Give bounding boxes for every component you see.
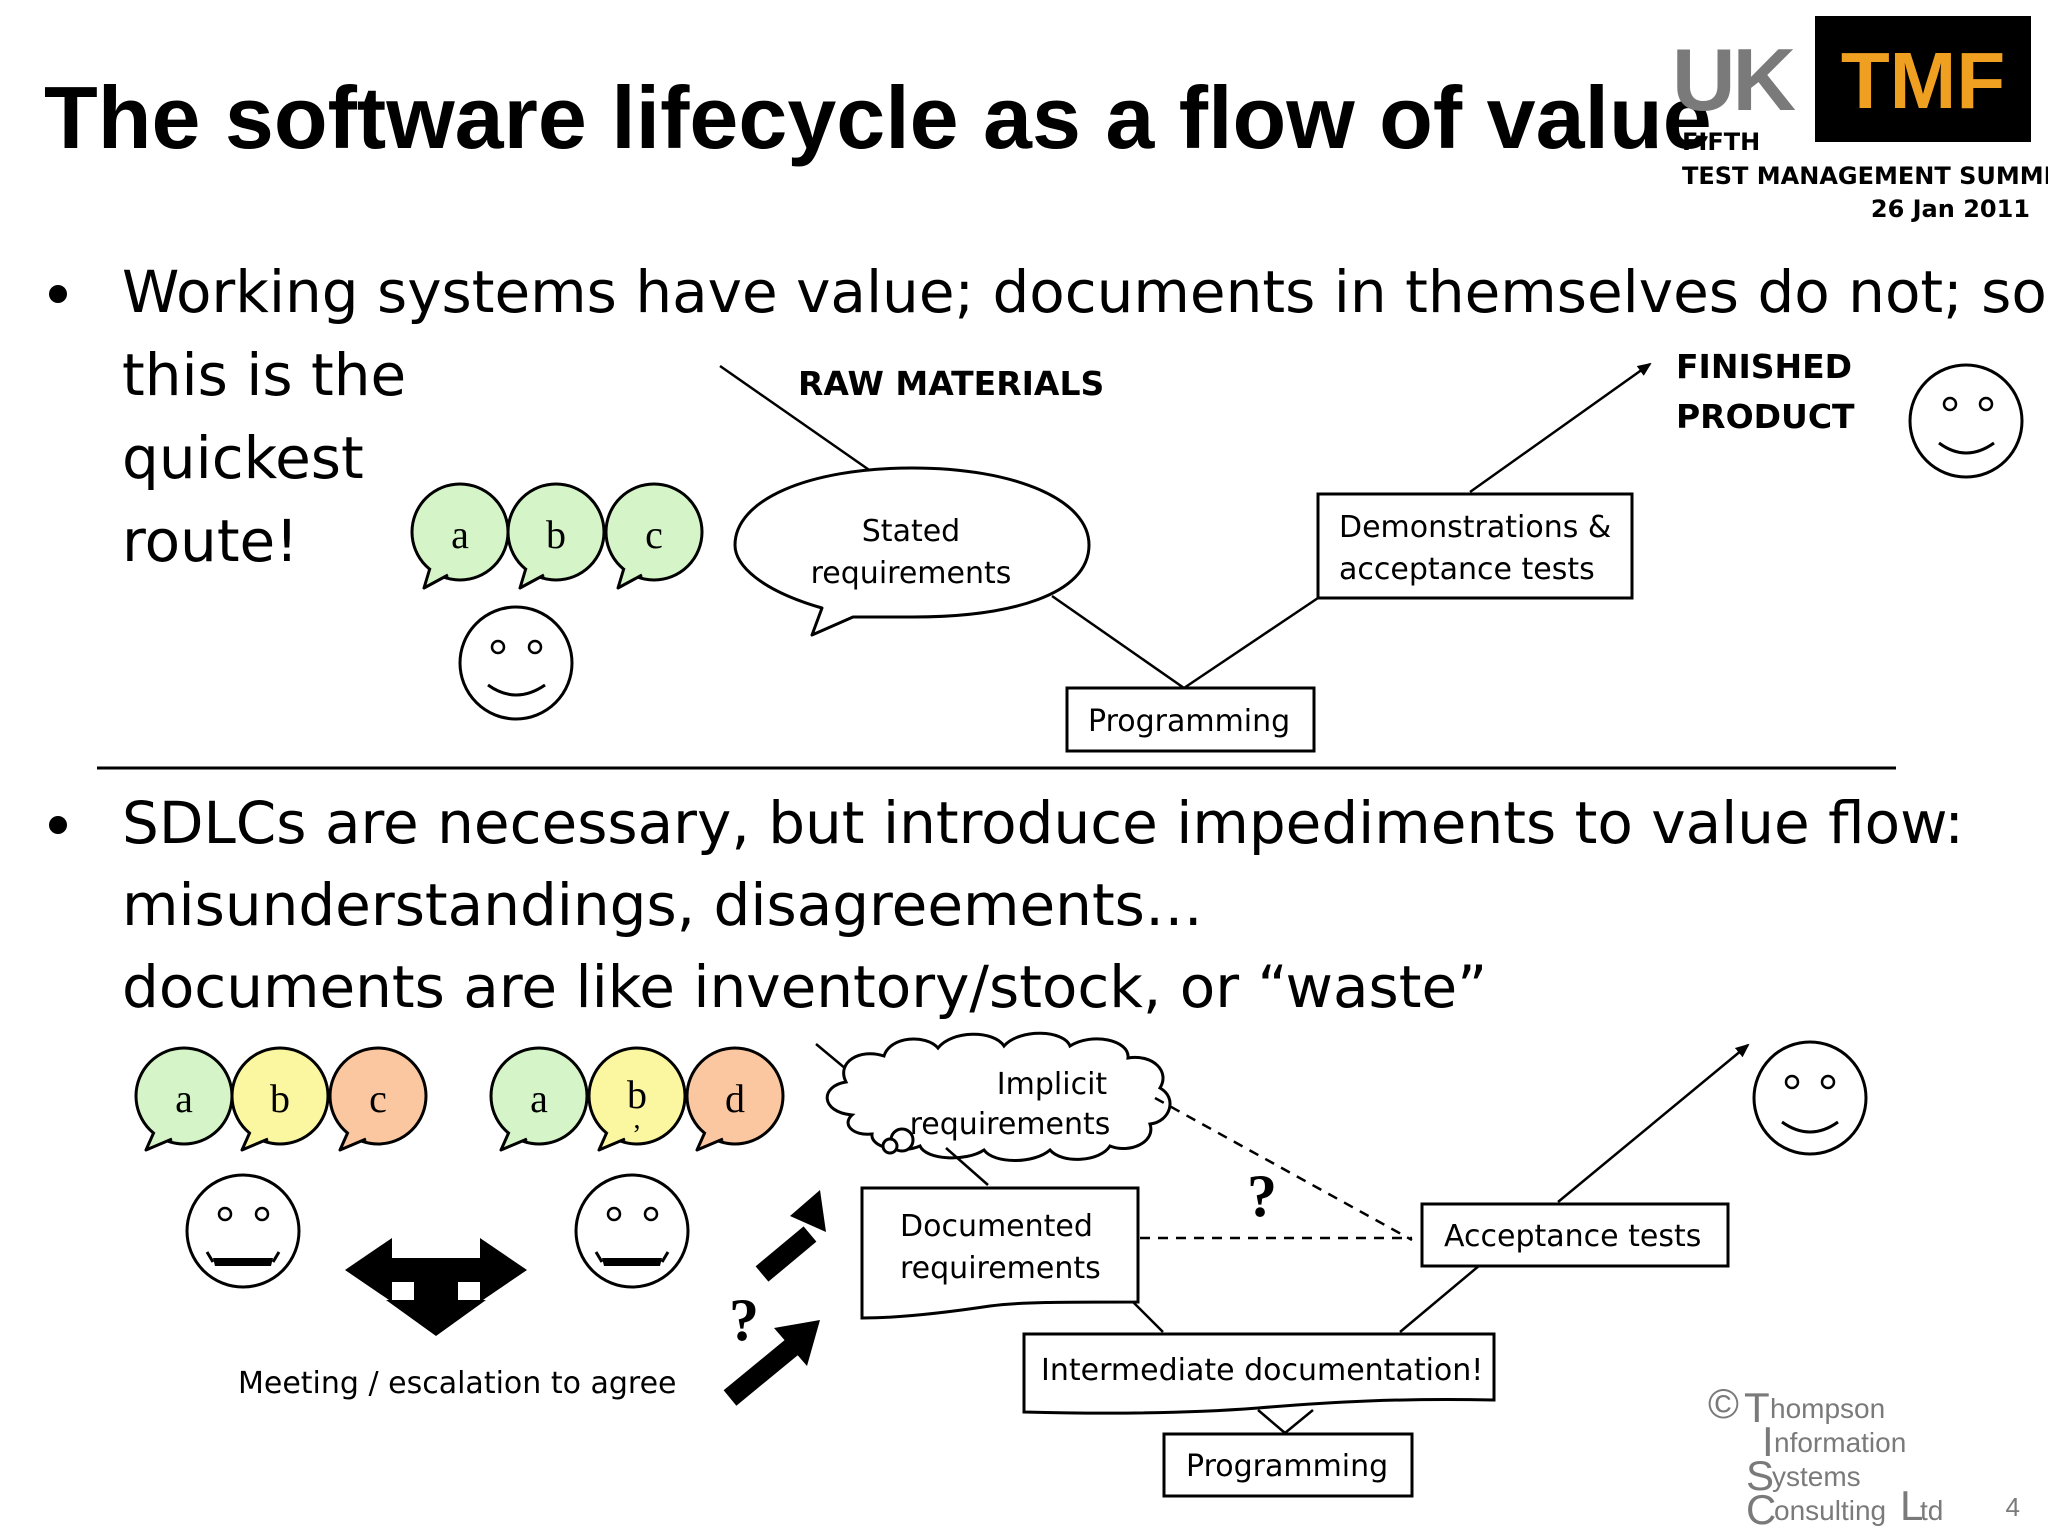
tisc-s: S [1746,1452,1774,1499]
tisc-i-rest: nformation [1774,1427,1906,1458]
svg-text:a: a [175,1076,193,1121]
bullet2-line3: documents are like inventory/stock, or “… [122,953,1487,1021]
speech-bubble-c: c [604,482,704,590]
logo-uk: UK [1672,30,1796,129]
svg-text:a: a [530,1076,548,1121]
diagram2-bubbles-right: a b , d [489,1046,785,1152]
page-number: 4 [2006,1492,2020,1522]
speech-bubble-b: b [506,482,606,590]
grimace-face-icon [185,1173,301,1289]
diagram1-v-model [719,362,1652,690]
svg-text:Acceptance tests: Acceptance tests [1444,1219,1701,1254]
v-line [1284,1409,1314,1434]
page-title: The software lifecycle as a flow of valu… [44,68,1712,167]
svg-text:Intermediate documentation!: Intermediate documentation! [1041,1353,1483,1388]
v-line [1132,1301,1164,1333]
svg-text:d: d [725,1076,745,1121]
logo-date: 26 Jan 2011 [1871,195,2030,223]
finished-product-label: FINISHED [1676,347,1852,386]
svg-text:Stated: Stated [862,514,960,549]
speech-bubble-a: a [410,482,510,590]
meeting-label: Meeting / escalation to agree [238,1366,677,1401]
speech-bubble-c: c [328,1046,428,1152]
dashed-link [1154,1096,1413,1242]
thick-arrow-icon [723,1320,820,1406]
speech-bubble-d: d [685,1046,785,1152]
bullet2-line2: misunderstandings, disagreements… [122,871,1203,939]
bullet2-line1: SDLCs are necessary, but introduce imped… [122,789,1964,857]
svg-text:Demonstrations &: Demonstrations & [1339,510,1611,545]
smiley-face-icon [1752,1040,1868,1156]
svg-text:b: b [270,1076,290,1121]
question-mark: ? [729,1287,759,1353]
tisc-s-rest: ystems [1772,1461,1861,1492]
v-line [1399,1264,1481,1333]
finished-product-label: PRODUCT [1676,397,1855,436]
svg-text:requirements: requirements [811,556,1012,591]
demonstrations-box: Demonstrations & acceptance tests [1316,492,1634,600]
documented-requirements-box: Documented requirements [860,1186,1140,1320]
svg-text:c: c [369,1076,387,1121]
svg-text:b: b [627,1072,647,1117]
programming-box: Programming [1065,686,1316,753]
stated-requirements-callout: Stated requirements [733,466,1091,637]
implicit-requirements-cloud: Implicit requirements [825,1031,1172,1162]
v-line [1257,1409,1286,1434]
bullet1-line4: route! [122,507,299,575]
tisc-i: I [1762,1418,1774,1465]
bullet1-line1: Working systems have value; documents in… [122,258,2047,326]
speech-bubble-a: a [134,1046,234,1152]
logo-tmf-box [1815,16,2031,142]
svg-text:requirements: requirements [910,1107,1111,1142]
copyright-symbol: © [1708,1380,1739,1427]
bullet1-line2: this is the [122,341,406,409]
speech-bubble-b: b [230,1046,330,1152]
bullet1-line3: quickest [122,424,364,492]
svg-text:Programming: Programming [1186,1449,1388,1484]
flow-arrow [1469,362,1652,494]
logo-summit: TEST MANAGEMENT SUMMIT [1682,162,2048,190]
tisc-c: C [1746,1486,1776,1533]
question-mark: ? [1247,1163,1277,1229]
smiley-face-icon [1908,363,2024,479]
svg-text:Implicit: Implicit [997,1067,1108,1102]
thick-arrow-icon [755,1190,826,1282]
speech-bubble-b: b , [587,1046,687,1152]
acceptance-tests-box: Acceptance tests [1420,1202,1730,1268]
v-line [945,1147,989,1186]
tisc-l: L [1900,1482,1923,1529]
tisc-t-rest: hompson [1770,1393,1885,1424]
logo-tmf: TMF [1841,36,2005,125]
grimace-face-icon [574,1173,690,1289]
speech-bubble-a: a [489,1046,589,1152]
t-junction-arrow-icon [345,1238,527,1336]
svg-text:c: c [645,512,663,557]
tmf-logo: UK TMF FIFTH TEST MANAGEMENT SUMMIT 26 J… [1672,16,2048,223]
svg-text:Documented: Documented [900,1209,1093,1244]
copyright-block: © T hompson I nformation S ystems C onsu… [1708,1380,1943,1533]
svg-text:,: , [634,1104,641,1135]
diagram2-bubbles-left: a b c [134,1046,428,1152]
tisc-t: T [1744,1384,1770,1431]
flow-arrow [1557,1043,1750,1203]
svg-text:requirements: requirements [900,1251,1101,1286]
bullet-dot-2 [49,816,67,834]
smiley-face-icon [458,605,574,721]
bullet-dot-1 [49,285,67,303]
programming-box: Programming [1162,1432,1414,1498]
diagram1-bubbles: a b c [410,482,704,590]
svg-text:b: b [546,512,566,557]
svg-text:acceptance tests: acceptance tests [1339,552,1595,587]
tisc-c-rest: onsulting [1774,1495,1886,1526]
svg-text:a: a [451,512,469,557]
logo-fifth: FIFTH [1682,128,1760,156]
raw-materials-label: RAW MATERIALS [798,364,1104,403]
tisc-l-rest: td [1920,1495,1943,1526]
svg-text:Programming: Programming [1088,704,1290,739]
intermediate-documentation-box: Intermediate documentation! [1022,1332,1496,1415]
